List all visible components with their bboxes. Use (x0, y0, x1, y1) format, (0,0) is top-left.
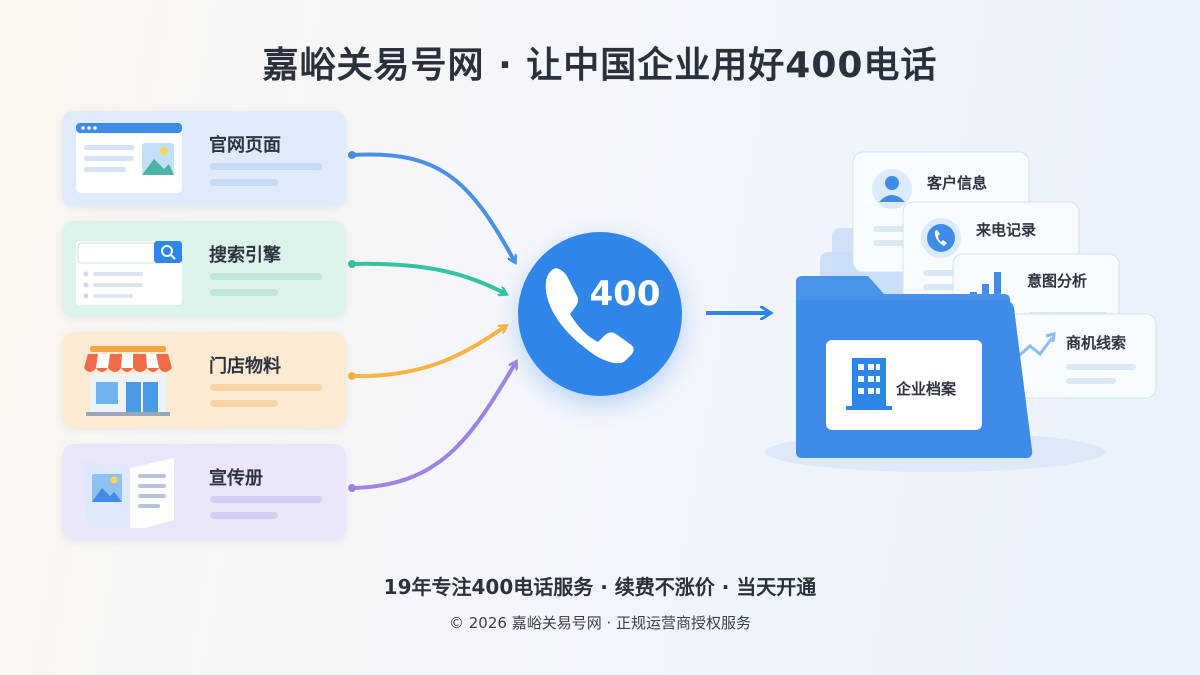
connector-website (351, 152, 515, 262)
hub-circle (518, 232, 682, 396)
source-card-brochure: 宣传册 (62, 444, 346, 540)
source-card-store: 门店物料 (62, 332, 346, 428)
page-title: 嘉峪关易号网 · 让中国企业用好400电话 (262, 45, 938, 86)
slogan: 19年专注400电话服务 · 续费不涨价 · 当天开通 (383, 575, 817, 599)
connector-dot (348, 484, 356, 492)
source-label: 宣传册 (209, 468, 263, 489)
building-icon (846, 358, 892, 410)
connector-dot (348, 151, 356, 159)
document-card-leads (1005, 313, 1157, 399)
placeholder-line (210, 496, 322, 503)
document-label-intent: 意图分析 (1027, 272, 1088, 290)
brochure-icon (84, 458, 174, 528)
hub-number: 400 (589, 274, 661, 314)
placeholder-line (210, 400, 278, 407)
source-card-search: 搜索引擎 (62, 221, 346, 317)
placeholder-line (210, 384, 322, 391)
document-label-leads: 商机线索 (1066, 334, 1127, 352)
source-label: 门店物料 (209, 356, 281, 377)
connector-dot (348, 260, 356, 268)
connector-search (351, 261, 506, 294)
document-label-customer: 客户信息 (927, 174, 988, 192)
source-card-website: 官网页面 (62, 111, 346, 207)
placeholder-line (210, 273, 322, 280)
connector-store (351, 326, 506, 379)
connector-brochure (351, 362, 516, 490)
source-label: 搜索引擎 (209, 245, 281, 266)
browser-page-icon (76, 123, 182, 193)
placeholder-line (210, 163, 322, 170)
placeholder-line (210, 179, 278, 186)
folder-label: 企业档案 (896, 380, 957, 398)
search-bar-icon (76, 241, 182, 305)
document-label-calls: 来电记录 (976, 221, 1037, 239)
copyright: © 2026 嘉峪关易号网 · 正规运营商授权服务 (448, 614, 752, 632)
connector-dot (348, 372, 356, 380)
placeholder-line (210, 289, 278, 296)
placeholder-line (210, 512, 278, 519)
storefront-icon (84, 346, 172, 416)
source-label: 官网页面 (209, 135, 281, 156)
